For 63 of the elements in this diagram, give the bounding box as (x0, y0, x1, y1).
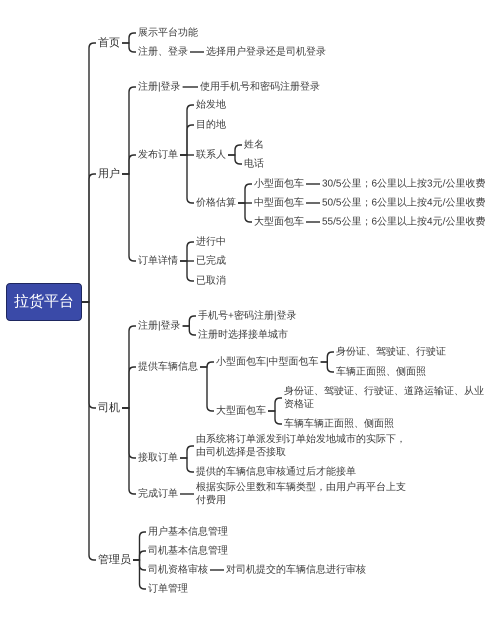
topic-label: 55/5公里；6公里以上按4元/公里收费 (320, 216, 488, 228)
connector-line (182, 86, 198, 88)
connector-line (122, 42, 136, 53)
topic-label: 选择用户登录还是司机登录 (204, 46, 328, 58)
connector-line (180, 260, 194, 282)
topic-label: 中型面包车 (252, 196, 306, 210)
topic-label: 身份证、驾驶证、行驶证、道路运输证、从业资格证 (282, 385, 490, 411)
central-topic-box: 拉货平台 (6, 283, 82, 321)
topic-label: 30/5公里；6公里以上按3元/公里收费 (320, 178, 488, 190)
topic-label: 用户基本信息管理 (146, 526, 230, 538)
main-branch-label: 管理员 (96, 553, 133, 567)
topic-label: 订单管理 (146, 582, 190, 596)
topic-label: 根据实际公里数和车辆类型，由用户再平台上支付费用 (194, 481, 408, 507)
topic-label: 目的地 (194, 118, 228, 132)
connector-line (238, 202, 252, 223)
connector-line (133, 559, 146, 590)
main-branch-label: 首页 (96, 36, 122, 50)
main-branch-label: 用户 (96, 167, 122, 181)
topic-label: 进行中 (194, 236, 228, 248)
connector-line (210, 569, 224, 571)
topic-label: 小型面包车|中型面包车 (214, 356, 321, 368)
topic-label: 司机基本信息管理 (146, 544, 230, 558)
main-branch-label: 司机 (96, 401, 122, 415)
connector-line (306, 183, 320, 185)
topic-label: 身份证、驾驶证、行驶证 (334, 346, 448, 358)
topic-label: 电话 (242, 158, 266, 170)
connector-line (306, 221, 320, 223)
topic-label: 对司机提交的车辆信息进行审核 (224, 564, 368, 576)
topic-label: 大型面包车 (214, 404, 268, 418)
topic-label: 提供的车辆信息审核通过后才能接单 (194, 466, 358, 478)
topic-label: 展示平台功能 (136, 26, 200, 40)
connector-line (182, 325, 196, 336)
connector-line (268, 410, 282, 425)
connector-line (320, 361, 334, 373)
connector-line (180, 457, 194, 473)
connector-line (190, 51, 204, 53)
topic-label: 车辆车辆正面照、侧面照 (282, 418, 396, 430)
topic-label: 订单详情 (136, 254, 180, 268)
topic-label: 注册、登录 (136, 46, 190, 58)
topic-label: 注册|登录 (136, 320, 183, 332)
topic-label: 小型面包车 (252, 178, 306, 190)
topic-label: 大型面包车 (252, 216, 306, 228)
topic-label: 价格估算 (194, 196, 238, 210)
topic-label: 注册时选择接单城市 (196, 328, 290, 342)
topic-label: 完成订单 (136, 488, 180, 500)
topic-label: 注册|登录 (136, 80, 183, 94)
topic-label: 发布订单 (136, 148, 180, 162)
topic-label: 已完成 (194, 254, 228, 268)
topic-label: 手机号+密码注册|登录 (196, 310, 298, 322)
topic-label: 姓名 (242, 138, 266, 152)
topic-label: 使用手机号和密码注册登录 (198, 80, 322, 94)
topic-label: 提供车辆信息 (136, 360, 200, 374)
topic-label: 接取订单 (136, 452, 180, 464)
topic-label: 由系统将订单派发到订单始发地城市的实际下，由司机选择是否接取 (194, 433, 408, 459)
topic-label: 已取消 (194, 274, 228, 288)
topic-label: 车辆正面照、侧面照 (334, 366, 428, 378)
topic-label: 司机资格审核 (146, 564, 210, 576)
connector-line (306, 202, 320, 204)
topic-label: 50/5公里；6公里以上按4元/公里收费 (320, 196, 488, 210)
topic-label: 始发地 (194, 98, 228, 112)
connector-line (228, 154, 242, 165)
topic-label: 联系人 (194, 148, 228, 162)
connector-line (180, 493, 194, 495)
